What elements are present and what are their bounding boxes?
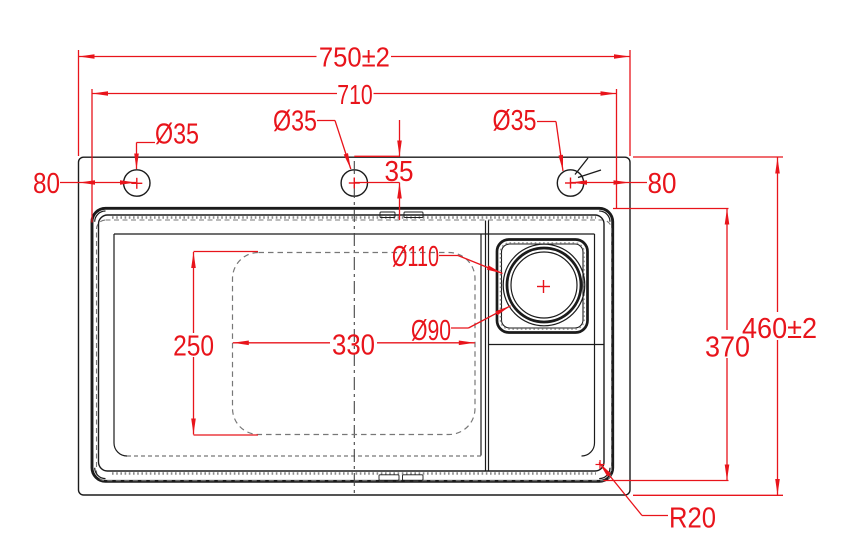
svg-text:370: 370 xyxy=(705,332,750,364)
svg-text:710: 710 xyxy=(337,79,373,110)
svg-text:Ø35: Ø35 xyxy=(155,119,199,151)
svg-text:35: 35 xyxy=(385,156,414,188)
svg-text:Ø35: Ø35 xyxy=(273,105,317,137)
svg-text:80: 80 xyxy=(648,168,677,200)
svg-text:Ø110: Ø110 xyxy=(392,241,439,273)
svg-text:Ø90: Ø90 xyxy=(411,315,451,347)
svg-text:80: 80 xyxy=(33,168,60,200)
svg-text:Ø35: Ø35 xyxy=(493,105,537,137)
svg-text:250: 250 xyxy=(173,330,214,362)
svg-text:R20: R20 xyxy=(669,503,716,535)
svg-text:460±2: 460±2 xyxy=(742,313,817,345)
svg-text:330: 330 xyxy=(332,330,375,362)
svg-text:750±2: 750±2 xyxy=(319,42,390,73)
